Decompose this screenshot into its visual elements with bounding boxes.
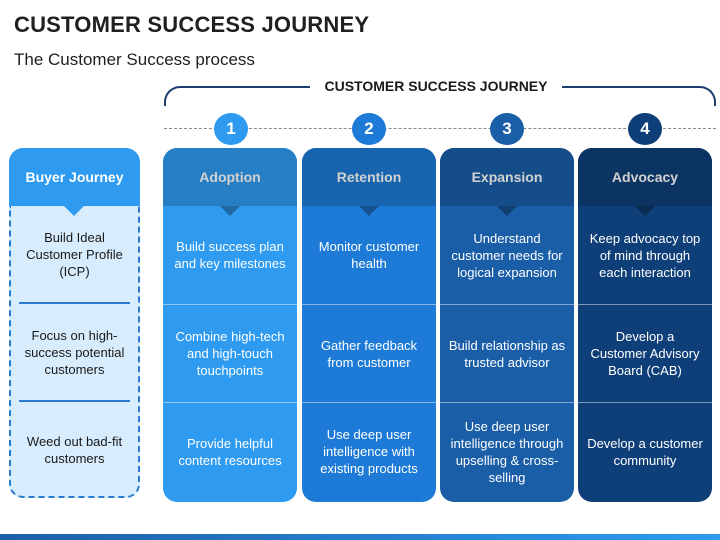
- stage-header: Expansion: [440, 148, 574, 216]
- stage-item: Develop a customer community: [578, 402, 712, 500]
- stage-adoption-column: Adoption Build success plan and key mile…: [163, 148, 297, 502]
- stage-header: Adoption: [163, 148, 297, 216]
- stage-1-number: 1: [214, 113, 248, 145]
- buyer-item: Weed out bad-fit customers: [26, 434, 123, 466]
- stage-header: Retention: [302, 148, 436, 216]
- buyer-journey-title: Buyer Journey: [25, 169, 124, 185]
- stage-item: Combine high-tech and high-touch touchpo…: [163, 304, 297, 402]
- dashed-divider: [164, 128, 716, 129]
- stage-arrow-icon: [497, 206, 517, 216]
- stage-title: Retention: [336, 169, 402, 185]
- stage-arrow-icon: [635, 206, 655, 216]
- stage-title: Advocacy: [611, 169, 679, 185]
- stage-item: Use deep user intelligence through upsel…: [440, 402, 574, 500]
- stage-retention-column: Retention Monitor customer health Gather…: [302, 148, 436, 502]
- stage-3-number: 3: [490, 113, 524, 145]
- buyer-item: Build Ideal Customer Profile (ICP): [26, 229, 123, 279]
- stage-item: Keep advocacy top of mind through each i…: [589, 230, 701, 280]
- stage-arrow-icon: [359, 206, 379, 216]
- buyer-journey-header: Buyer Journey: [9, 148, 140, 216]
- journey-label: CUSTOMER SUCCESS JOURNEY: [310, 76, 562, 96]
- stage-2-number: 2: [352, 113, 386, 145]
- buyer-journey-body: Build Ideal Customer Profile (ICP) Focus…: [9, 206, 140, 498]
- buyer-item: Focus on high-success potential customer…: [24, 327, 125, 377]
- footer-strip: [0, 534, 720, 540]
- stage-item: Build success plan and key milestones: [174, 239, 286, 271]
- stage-item: Understand customer needs for logical ex…: [451, 230, 563, 280]
- page-subtitle: The Customer Success process: [14, 50, 255, 69]
- stage-header: Advocacy: [578, 148, 712, 216]
- stage-item: Use deep user intelligence with existing…: [302, 402, 436, 500]
- buyer-divider: [19, 400, 130, 402]
- stage-title: Expansion: [471, 169, 543, 185]
- stage-item: Build relationship as trusted advisor: [440, 304, 574, 402]
- buyer-divider: [19, 302, 130, 304]
- stage-advocacy-column: Advocacy Keep advocacy top of mind throu…: [578, 148, 712, 502]
- stage-expansion-column: Expansion Understand customer needs for …: [440, 148, 574, 502]
- stage-4-number: 4: [628, 113, 662, 145]
- buyer-arrow-icon: [64, 206, 84, 216]
- stage-title: Adoption: [199, 169, 261, 185]
- page-title: CUSTOMER SUCCESS JOURNEY: [14, 12, 370, 37]
- stage-item: Monitor customer health: [318, 239, 420, 271]
- stage-arrow-icon: [220, 206, 240, 216]
- stage-item: Provide helpful content resources: [163, 402, 297, 500]
- stage-item: Gather feedback from customer: [302, 304, 436, 402]
- stage-item: Develop a Customer Advisory Board (CAB): [578, 304, 712, 402]
- buyer-journey-column: Buyer Journey Build Ideal Customer Profi…: [9, 148, 140, 500]
